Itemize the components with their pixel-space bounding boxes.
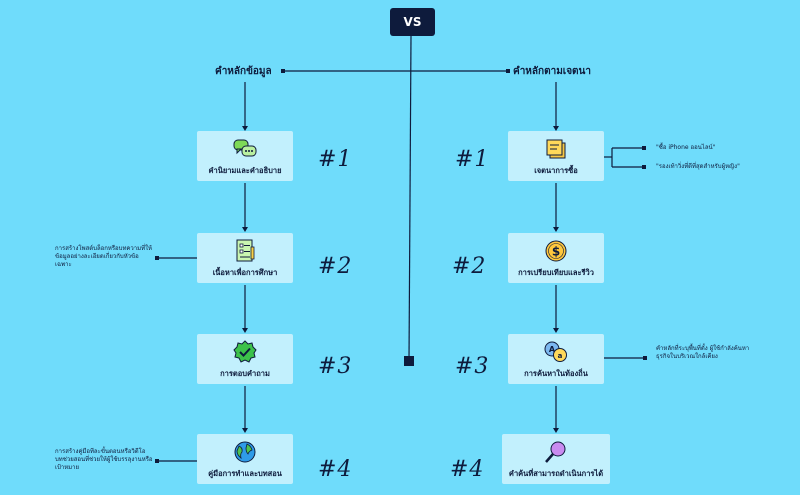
card-comparison[interactable]: $ การเปรียบเทียบและรีวิว <box>508 233 604 283</box>
card-label: การค้นหาในท้องถิ่น <box>524 369 588 378</box>
left-note-guides: การสร้างคู่มือทีละขั้นตอนหรือวิดีโอบทช่ว… <box>55 448 153 471</box>
right-number-3: #3 <box>455 354 490 379</box>
left-number-3: #3 <box>318 354 353 379</box>
card-label: คู่มือการทำและบทสอน <box>208 469 282 478</box>
card-purchase-intent[interactable]: เจตนาการซื้อ <box>508 131 604 181</box>
magnifier-icon <box>543 440 569 464</box>
card-local-search[interactable]: A a การค้นหาในท้องถิ่น <box>508 334 604 384</box>
card-education[interactable]: เนื้อหาเพื่อการศึกษา <box>197 233 293 283</box>
card-guides[interactable]: คู่มือการทำและบทสอน <box>197 434 293 484</box>
card-label: การตอบคำถาม <box>220 369 270 378</box>
right-note-local: คำหลักที่ระบุพื้นที่ตั้ง ผู้ใช้กำลังค้นห… <box>656 345 750 360</box>
dollar-coin-icon: $ <box>543 239 569 263</box>
document-checklist-icon <box>232 239 258 263</box>
check-badge-icon <box>232 340 258 364</box>
right-number-4: #4 <box>450 457 485 482</box>
speech-bubbles-icon <box>232 137 258 161</box>
right-number-2: #2 <box>452 254 487 279</box>
left-note-education: การสร้างโพสต์บล็อกหรือบทความที่ให้ข้อมูล… <box>55 245 152 268</box>
card-label: คำค้นที่สามารถดำเนินการได้ <box>508 469 604 478</box>
left-number-1: #1 <box>318 147 353 172</box>
sticky-notes-icon <box>543 137 569 161</box>
left-number-4: #4 <box>318 457 353 482</box>
card-definitions[interactable]: คำนิยามและคำอธิบาย <box>197 131 293 181</box>
translate-bubbles-icon: A a <box>543 340 569 364</box>
left-number-2: #2 <box>318 254 353 279</box>
svg-text:a: a <box>558 352 563 360</box>
svg-text:A: A <box>549 345 556 354</box>
right-note-buy: "ซื้อ iPhone ออนไลน์" <box>656 144 716 151</box>
right-number-1: #1 <box>455 147 490 172</box>
card-label: การเปรียบเทียบและรีวิว <box>518 268 594 277</box>
card-qa[interactable]: การตอบคำถาม <box>197 334 293 384</box>
card-label: คำนิยามและคำอธิบาย <box>208 166 282 175</box>
card-actionable[interactable]: คำค้นที่สามารถดำเนินการได้ <box>502 434 610 484</box>
right-heading: คำหลักตามเจตนา <box>513 66 592 77</box>
card-label: เจตนาการซื้อ <box>534 166 578 175</box>
vs-badge: VS <box>390 8 435 36</box>
svg-text:$: $ <box>552 245 560 259</box>
globe-icon <box>232 440 258 464</box>
right-note-shoes: "รองเท้าวิ่งที่ดีที่สุดสำหรับผู้หญิง" <box>656 163 740 170</box>
left-heading: คำหลักข้อมูล <box>215 66 272 77</box>
card-label: เนื้อหาเพื่อการศึกษา <box>212 268 278 277</box>
